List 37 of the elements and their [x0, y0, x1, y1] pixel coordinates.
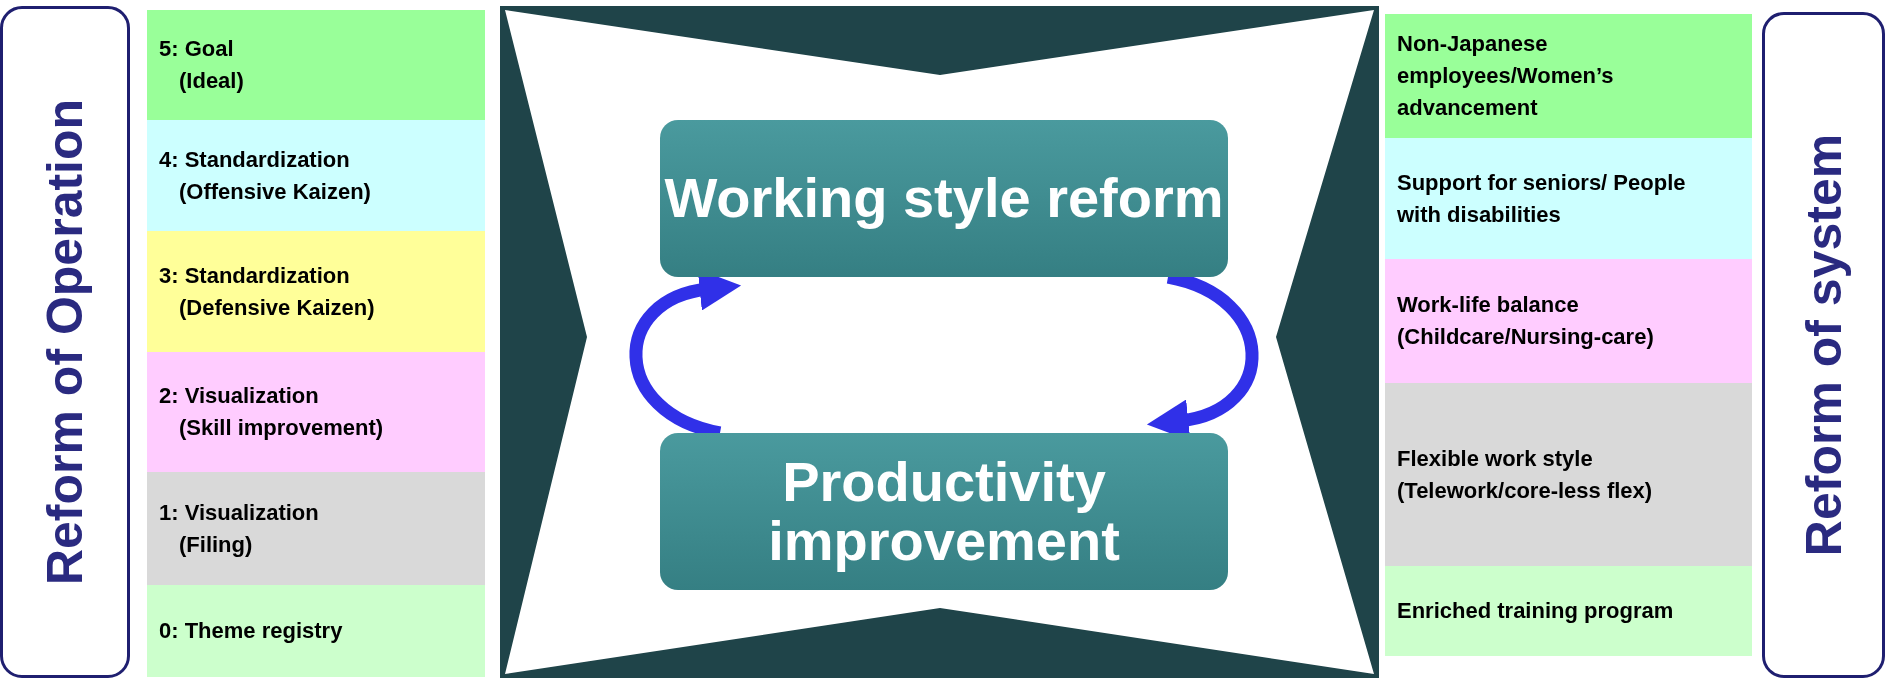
category-box: [147, 352, 485, 472]
item-label: Non-Japanese employees/Women’s advancement: [1397, 30, 1615, 122]
category-box: [147, 120, 485, 231]
item-note: (Defensive Kaizen): [178, 293, 375, 322]
category-box: [1385, 14, 1752, 138]
item-label: 4: Standardization: [159, 145, 350, 174]
category-box: [1385, 138, 1752, 259]
item-label: Support for seniors/ People with disabilities: [1397, 168, 1687, 229]
category-box: [1385, 259, 1752, 383]
category-box: [147, 585, 485, 677]
theme-title: Productivity improvement: [767, 452, 1121, 571]
item-label: 1: Visualization: [159, 498, 319, 527]
item-label: Work-life balance: [1397, 291, 1579, 320]
theme-box: [660, 120, 1228, 277]
item-label: Enriched training program: [1397, 597, 1674, 626]
section-title-panel: [0, 6, 130, 678]
category-box: [1385, 566, 1752, 656]
category-box: [1385, 383, 1752, 566]
item-label: Flexible work style: [1397, 444, 1593, 473]
category-box: [147, 231, 485, 352]
category-box: [147, 10, 485, 120]
category-box: [147, 472, 485, 585]
item-note: (Offensive Kaizen): [178, 177, 371, 206]
item-note: (Childcare/Nursing-care): [1397, 323, 1654, 351]
item-note: (Telework/core-less flex): [1397, 476, 1653, 505]
theme-title: Working style reform: [663, 169, 1225, 228]
theme-box: [660, 433, 1228, 590]
item-note: (Filing): [178, 530, 253, 559]
vertical-title: Reform of Operation: [36, 98, 94, 586]
item-label: 0: Theme registry: [159, 617, 343, 646]
item-label: 2: Visualization: [159, 382, 319, 411]
item-label: 3: Standardization: [159, 261, 350, 290]
item-note: (Skill improvement): [178, 414, 384, 442]
vertical-title: Reform of system: [1794, 133, 1853, 557]
item-label: 5: Goal: [159, 35, 234, 64]
item-note: (Ideal): [178, 67, 244, 95]
section-title-panel: [1762, 12, 1885, 678]
